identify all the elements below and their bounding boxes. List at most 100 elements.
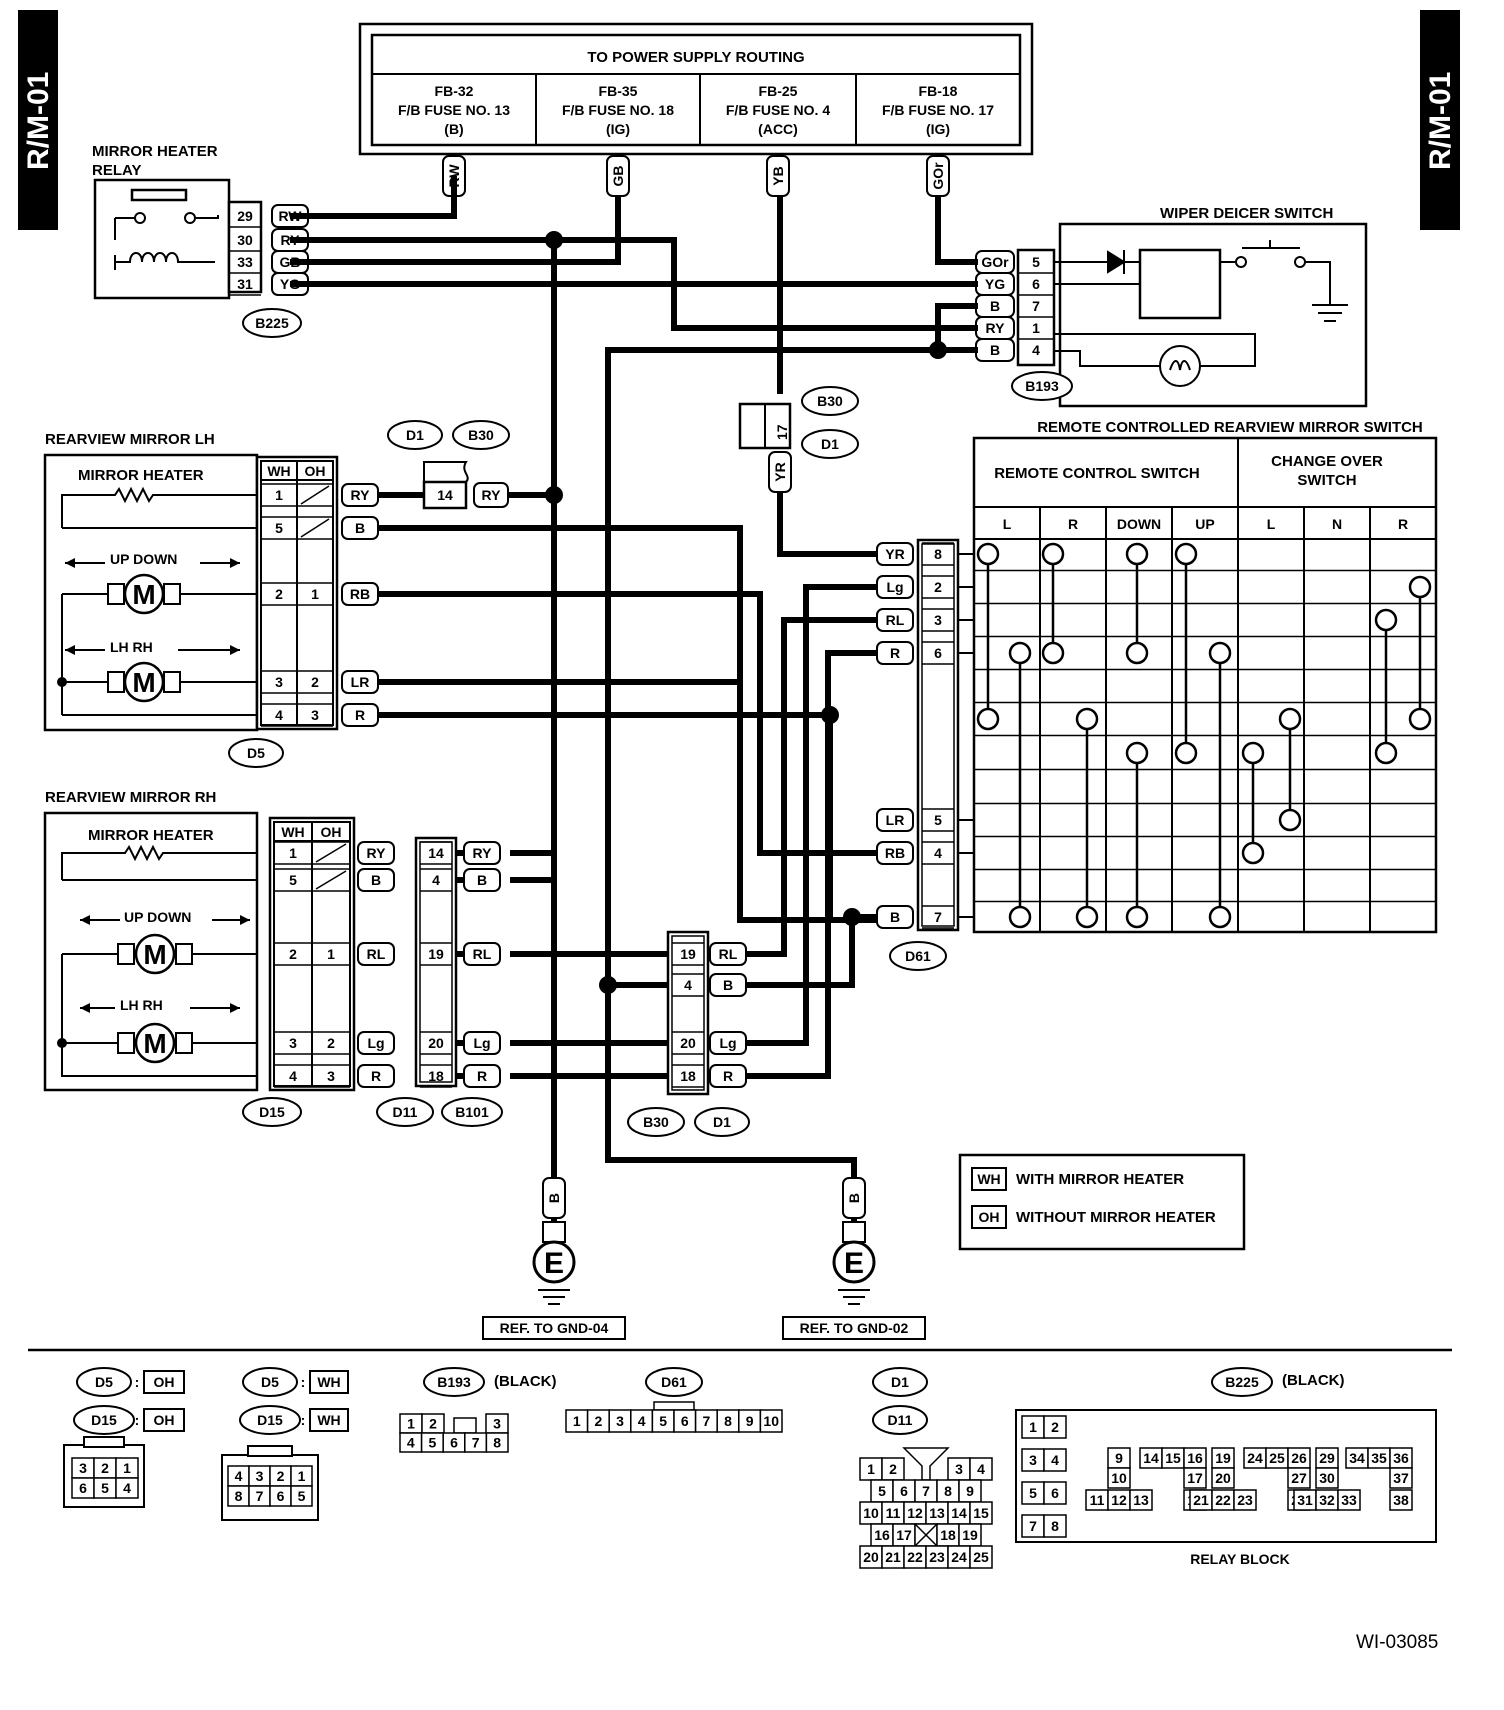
- svg-text:10: 10: [763, 1413, 779, 1429]
- svg-text:3: 3: [327, 1068, 335, 1084]
- svg-text:L: L: [1003, 516, 1012, 532]
- svg-text:(IG): (IG): [926, 121, 950, 137]
- view-a-conn2: D15: [73, 1405, 135, 1435]
- svg-text:R: R: [1068, 516, 1078, 532]
- svg-text:31: 31: [237, 276, 253, 292]
- svg-text:UP: UP: [1195, 516, 1214, 532]
- lh-wire-b: B: [341, 516, 379, 540]
- svg-text:1: 1: [311, 586, 319, 602]
- svg-text:3: 3: [275, 674, 283, 690]
- view-f-pin: 25: [1265, 1447, 1289, 1469]
- svg-text:D61: D61: [661, 1374, 687, 1390]
- mirror-rh-col-oh: OH: [321, 824, 342, 840]
- svg-text:8: 8: [934, 546, 942, 562]
- rh-wire-r: R: [357, 1064, 395, 1088]
- b30-lower-conn2: D1: [713, 1114, 731, 1130]
- svg-text:8: 8: [1051, 1518, 1059, 1534]
- ground-wire-b: B: [542, 1177, 566, 1219]
- svg-text:8: 8: [493, 1435, 501, 1451]
- lh-jct-conn1: D1: [406, 427, 424, 443]
- svg-text:5: 5: [1032, 254, 1040, 270]
- svg-text:4: 4: [289, 1068, 297, 1084]
- view-c-pin: 5: [420, 1432, 444, 1453]
- svg-text:RL: RL: [473, 946, 492, 962]
- mirror-rh-col-wh: WH: [281, 824, 304, 840]
- svg-text:6: 6: [450, 1435, 458, 1451]
- view-b-conn2: D15: [239, 1405, 301, 1435]
- svg-text:3: 3: [493, 1416, 501, 1432]
- mirror-lh-heater-label: MIRROR HEATER: [78, 467, 204, 484]
- svg-text:WITH MIRROR HEATER: WITH MIRROR HEATER: [1016, 1171, 1184, 1188]
- switch-contact: [1408, 707, 1432, 731]
- view-a-pin: 6: [71, 1477, 95, 1499]
- svg-text:D5: D5: [95, 1374, 113, 1390]
- svg-text:F/B FUSE NO. 4: F/B FUSE NO. 4: [726, 102, 830, 118]
- switch-contact: [1008, 905, 1032, 929]
- ground-icon: [1312, 304, 1348, 322]
- svg-text:R: R: [890, 645, 900, 661]
- deicer-label: WIPER DEICER SWITCH: [1160, 205, 1333, 222]
- svg-text:5: 5: [101, 1480, 109, 1496]
- view-e-pin: 12: [903, 1501, 927, 1525]
- lh-wire-r: R: [341, 703, 379, 727]
- relay-coil-icon: [115, 252, 215, 263]
- fuse-wire-yb: YB: [766, 155, 790, 197]
- svg-text:FB-35: FB-35: [599, 83, 638, 99]
- svg-text:1: 1: [298, 1468, 306, 1484]
- junction-dots: [545, 231, 947, 994]
- view-d-pin: 6: [673, 1409, 697, 1433]
- view-e-pin: 21: [881, 1545, 905, 1569]
- svg-text:2: 2: [275, 586, 283, 602]
- deicer-wire-ry: RY: [975, 316, 1015, 340]
- svg-text:4: 4: [1051, 1452, 1059, 1468]
- ground-symbol-icon: [832, 1240, 876, 1284]
- mirror-lh-motor1: M: [132, 579, 155, 610]
- fuse-wire-gb: GB: [606, 155, 630, 197]
- switch-contact: [1125, 641, 1149, 665]
- svg-text:D15: D15: [257, 1412, 283, 1428]
- svg-text:23: 23: [929, 1549, 945, 1565]
- remote-switch: REMOTE CONTROLLED REARVIEW MIRROR SWITCH…: [972, 419, 1438, 934]
- svg-text:25: 25: [1269, 1450, 1285, 1466]
- view-f-pin: 27: [1287, 1467, 1311, 1489]
- view-f-pin: 38: [1389, 1489, 1413, 1511]
- svg-text:5: 5: [275, 520, 283, 536]
- view-b-conn1: D5: [242, 1367, 298, 1397]
- svg-text:F/B FUSE NO. 18: F/B FUSE NO. 18: [562, 102, 674, 118]
- d61-wire-rb: RB: [876, 841, 914, 865]
- svg-text:9: 9: [746, 1413, 754, 1429]
- svg-text:9: 9: [966, 1483, 974, 1499]
- svg-text:1: 1: [573, 1413, 581, 1429]
- view-f-pin: 13: [1129, 1489, 1153, 1511]
- svg-text:5: 5: [298, 1488, 306, 1504]
- svg-text:8: 8: [944, 1483, 952, 1499]
- svg-text:D5: D5: [261, 1374, 279, 1390]
- view-e-conn2: D11: [872, 1405, 928, 1435]
- svg-text:(B): (B): [444, 121, 463, 137]
- diode-icon: [1107, 250, 1126, 274]
- page-tab-left-text: R/M-01: [22, 72, 55, 170]
- svg-text:(BLACK): (BLACK): [1282, 1372, 1344, 1389]
- switch-contact: [1278, 707, 1302, 731]
- svg-text:3: 3: [934, 612, 942, 628]
- svg-text:20: 20: [680, 1035, 696, 1051]
- rh-wire-b: B: [357, 868, 395, 892]
- lh-wire-lr: LR: [341, 670, 379, 694]
- svg-text:21: 21: [885, 1549, 901, 1565]
- view-d-pin: 2: [586, 1409, 610, 1433]
- yb-junction-pin: 17: [774, 424, 790, 440]
- svg-text:2: 2: [327, 1035, 335, 1051]
- svg-text::: :: [301, 1412, 306, 1428]
- view-e-conn1: D1: [872, 1367, 928, 1397]
- fuse-fb-25: FB-25F/B FUSE NO. 4(ACC)YB: [726, 83, 830, 197]
- view-e-pin: 9: [958, 1479, 982, 1503]
- svg-text:4: 4: [275, 707, 283, 723]
- view-e-pin: 14: [947, 1501, 971, 1525]
- deicer-wire-b: B: [975, 338, 1015, 362]
- yb-junction-conn1: B30: [817, 393, 843, 409]
- lh-wire-ry: RY: [341, 483, 379, 507]
- svg-text:GOr: GOr: [930, 162, 946, 190]
- view-f-pin: 3: [1021, 1448, 1045, 1472]
- svg-text:RL: RL: [719, 946, 738, 962]
